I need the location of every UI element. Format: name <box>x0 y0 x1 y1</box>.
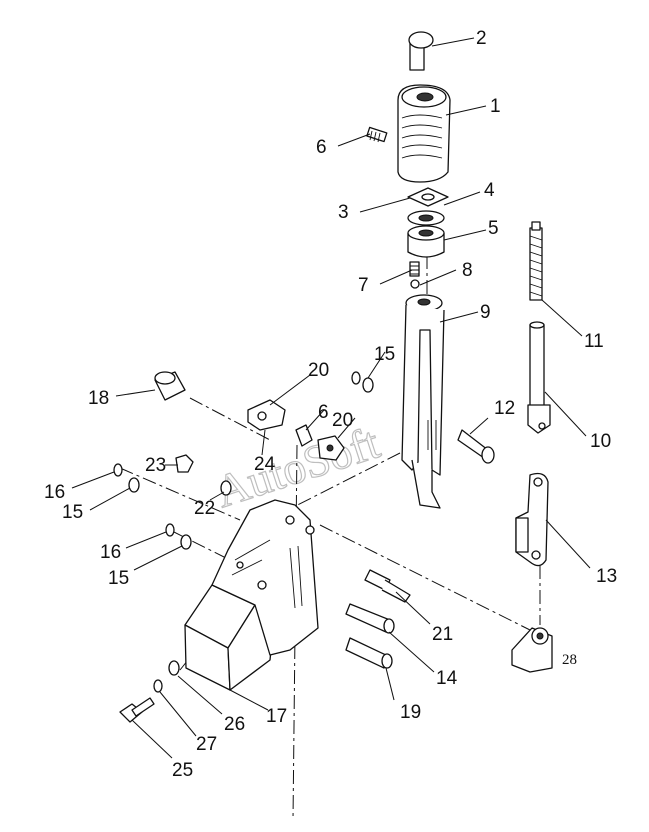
callout-13: 13 <box>596 566 617 587</box>
callout-2: 2 <box>476 28 487 49</box>
part-22-washer <box>220 480 232 496</box>
part-7-spring <box>409 261 420 277</box>
part-8-ball <box>410 279 420 289</box>
callout-4: 4 <box>484 180 495 201</box>
part-23-nut <box>175 454 194 473</box>
callout-17: 17 <box>266 706 287 727</box>
part-9-lever <box>401 294 445 509</box>
callout-16: 16 <box>44 482 65 503</box>
part-28-roller <box>511 627 553 673</box>
part-15-washer-a <box>128 477 140 493</box>
callout-22: 22 <box>194 498 215 519</box>
part-2-pin <box>408 31 434 71</box>
part-11-threaded-rod <box>529 221 543 301</box>
callout-23: 23 <box>145 455 166 476</box>
callout-27: 27 <box>196 734 217 755</box>
part-18-spacer <box>154 371 186 401</box>
part-10-rod <box>527 321 551 434</box>
part-12-pin <box>457 429 495 464</box>
callout-18: 18 <box>88 388 109 409</box>
callout-26: 26 <box>224 714 245 735</box>
part-17-housing <box>184 499 319 691</box>
part-20-nut <box>317 435 345 461</box>
callout-21: 21 <box>432 624 453 645</box>
callout-14: 14 <box>436 668 458 689</box>
callout-20-b: 20 <box>332 410 353 431</box>
part-21-bolt <box>364 569 411 603</box>
part-27-washer <box>153 679 163 693</box>
callout-12: 12 <box>494 398 515 419</box>
part-6-bolt <box>295 424 313 447</box>
callout-15-c: 15 <box>108 568 129 589</box>
part-13-bracket <box>515 472 549 567</box>
callout-6: 6 <box>316 137 327 158</box>
callout-3: 3 <box>338 202 349 223</box>
part-25-bolt <box>119 697 155 723</box>
callout-24: 24 <box>254 454 276 475</box>
callout-6-b: 6 <box>318 402 329 423</box>
callout-10: 10 <box>590 431 611 452</box>
callout-20: 20 <box>308 360 329 381</box>
part-14-pin <box>345 603 395 634</box>
part-16-washer-a <box>113 463 123 477</box>
callout-9: 9 <box>480 302 491 323</box>
part-3-plate <box>407 187 449 207</box>
callout-1: 1 <box>490 96 501 117</box>
part-15-washer-top <box>351 371 374 393</box>
part-15-washer-b <box>180 534 192 550</box>
part-5-bushing <box>407 225 445 258</box>
part-26-washer <box>168 660 180 676</box>
part-6-set-screw <box>366 126 388 143</box>
callout-15: 15 <box>374 344 395 365</box>
part-20-block <box>247 399 286 431</box>
callout-8: 8 <box>462 260 473 281</box>
part-4-washer <box>407 210 445 226</box>
callout-11: 11 <box>584 331 604 352</box>
part-16-washer-b <box>165 523 175 537</box>
callout-19: 19 <box>400 702 421 723</box>
part-1-knob <box>397 84 451 183</box>
callouts: 2 1 6 4 3 5 7 8 9 11 15 20 18 6 20 12 10… <box>44 28 617 781</box>
callout-5: 5 <box>488 218 499 239</box>
callout-7: 7 <box>358 275 369 296</box>
leader-lines <box>71 37 591 759</box>
callout-25: 25 <box>172 760 193 781</box>
callout-16-b: 16 <box>100 542 121 563</box>
callout-28: 28 <box>562 652 577 668</box>
callout-15-b: 15 <box>62 502 83 523</box>
part-19-pin <box>345 637 393 669</box>
